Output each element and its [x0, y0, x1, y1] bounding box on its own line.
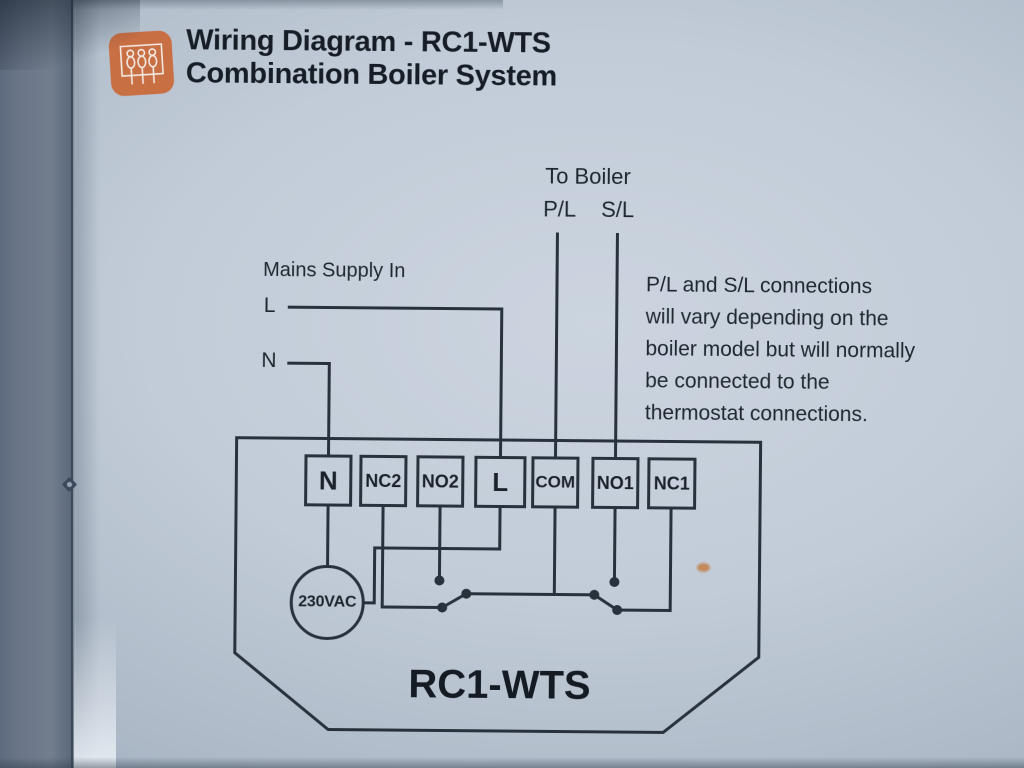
top-edge-shadow [73, 0, 503, 10]
terminal-n: N [304, 454, 353, 507]
terminal-no1: NO1 [591, 456, 640, 510]
wire-no1-contact [612, 508, 617, 580]
terminal-no2: NO2 [416, 455, 465, 508]
wire-pl-to-boiler [554, 232, 559, 457]
wire-n-to-coil [326, 506, 330, 567]
to-boiler-label: To Boiler [545, 163, 631, 190]
relay1-blade [593, 593, 619, 612]
note-line: be connected to the [645, 369, 830, 394]
terminal-nc2: NC2 [359, 454, 408, 508]
note-line: will vary depending on the [645, 305, 889, 331]
terminal-l: L [474, 455, 527, 509]
wire-nc2-contact [380, 506, 442, 609]
mains-supply-label: Mains Supply In [263, 258, 406, 283]
wire-live-mains [287, 305, 504, 457]
relay2-blade [441, 592, 468, 609]
note-line: thermostat connections. [644, 401, 868, 427]
corner-shadow [0, 0, 140, 70]
neutral-label: N [261, 348, 277, 373]
wire-neutral-mains [287, 361, 331, 455]
page-edge-highlight [74, 618, 116, 768]
note-line: P/L and S/L connections [645, 273, 873, 299]
wire-nc1-contact [617, 509, 673, 613]
no2-contact-dot [434, 575, 445, 586]
paper-fleck [697, 563, 710, 572]
page-title: Wiring Diagram - RC1-WTS Combination Boi… [186, 24, 558, 93]
note-line: boiler model but will normally [645, 337, 916, 363]
relay2-pivot-dot [461, 588, 472, 599]
page-title-line1: Wiring Diagram - RC1-WTS [185, 24, 551, 60]
nc2-contact-dot [437, 602, 448, 613]
relay1-pivot-dot [589, 589, 600, 600]
terminal-nc1: NC1 [647, 457, 697, 510]
no1-contact-dot [609, 577, 620, 588]
wire-no2-contact [437, 507, 442, 578]
bottom-edge-shadow [0, 757, 1024, 768]
page-title-line2: Combination Boiler System [185, 57, 558, 93]
adjacent-page-shadow [0, 0, 73, 768]
wire-l-to-coil [363, 507, 502, 605]
coil-voltage-label: 230VAC [298, 593, 357, 611]
pl-sl-note: P/L and S/L connections will vary depend… [645, 269, 986, 432]
terminal-com: COM [531, 456, 580, 509]
nc1-contact-dot [612, 605, 623, 616]
booklet-spine-crease [71, 0, 76, 768]
sl-terminal-label: S/L [601, 196, 635, 223]
wire-com [552, 508, 557, 595]
device-model-label: RC1-WTS [408, 662, 591, 708]
wire-sl-to-boiler [614, 233, 619, 458]
com-rail [466, 592, 595, 597]
live-label: L [263, 293, 276, 318]
